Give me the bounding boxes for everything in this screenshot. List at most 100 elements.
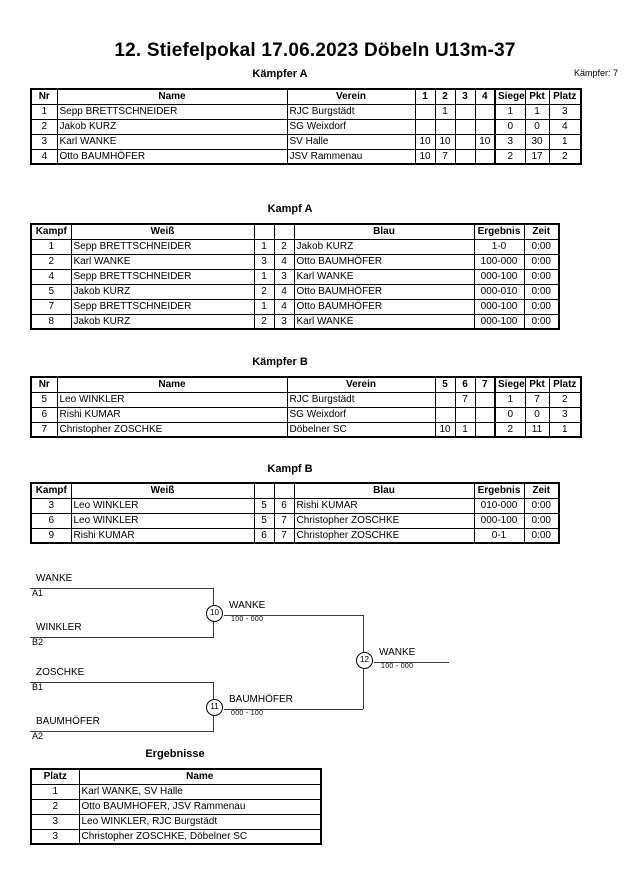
cell-platz: 2	[548, 391, 582, 408]
cell-match-4	[474, 148, 496, 165]
cell-weiss-nr: 6	[253, 527, 275, 544]
cell-platz: 3	[548, 103, 582, 120]
bracket-line	[224, 709, 363, 710]
bracket-match-node-12[interactable]: 12	[356, 652, 373, 669]
cell-ergebnis: 000-100	[473, 313, 525, 330]
table-row: 2 Karl WANKE 3 4 Otto BAUMHÖFER 100-000 …	[30, 253, 560, 270]
cell-match-3	[454, 118, 476, 135]
matches-b-caption: Kampf B	[267, 463, 313, 475]
table-row: 3 Karl WANKE SV Halle 10 10 10 3 30 1	[30, 133, 582, 150]
cell-platz: 1	[548, 421, 582, 438]
bracket-line	[30, 731, 213, 732]
col-siege: Siege	[494, 88, 526, 105]
cell-name: Karl WANKE, SV Halle	[78, 783, 322, 800]
cell-blau: Rishi KUMAR	[293, 497, 475, 514]
cell-weiss-nr: 5	[253, 497, 275, 514]
col-weiss: Weiß	[70, 482, 255, 499]
cell-weiss: Rishi KUMAR	[70, 527, 255, 544]
cell-kampf: 3	[30, 497, 72, 514]
cell-weiss: Sepp BRETTSCHNEIDER	[70, 298, 255, 315]
cell-kampf: 8	[30, 313, 72, 330]
cell-verein: SG Weixdorf	[286, 406, 436, 423]
cell-nr: 5	[30, 391, 58, 408]
col-verein: Verein	[286, 376, 436, 393]
cell-match-4	[474, 118, 496, 135]
cell-verein: RJC Burgstädt	[286, 103, 416, 120]
cell-blau: Karl WANKE	[293, 313, 475, 330]
cell-weiss: Leo WINKLER	[70, 512, 255, 529]
cell-platz: 2	[30, 798, 80, 815]
bracket-entrant-seed: A1	[32, 588, 44, 598]
bracket-entrant-name: WANKE	[36, 573, 73, 584]
bracket-diagram: WANKE A1 WINKLER B2 ZOSCHKE B1 BAUMHÖFER…	[0, 560, 630, 741]
col-siege: Siege	[494, 376, 526, 393]
cell-match-2	[434, 118, 456, 135]
cell-ergebnis: 000-100	[473, 268, 525, 285]
table-row: 3 Leo WINKLER, RJC Burgstädt	[30, 813, 322, 830]
cell-kampf: 2	[30, 253, 72, 270]
cell-match-3	[454, 103, 476, 120]
col-match-4: 4	[474, 88, 496, 105]
cell-ergebnis: 1-0	[473, 238, 525, 255]
bracket-winner-name: BAUMHÖFER	[229, 694, 293, 705]
col-weiss: Weiß	[70, 223, 255, 240]
cell-ergebnis: 000-100	[473, 298, 525, 315]
col-name: Name	[78, 768, 322, 785]
cell-blau-nr: 7	[273, 527, 295, 544]
page-title: 12. Stiefelpokal 17.06.2023 Döbeln U13m-…	[114, 40, 516, 61]
col-blau-nr	[273, 482, 295, 499]
cell-blau-nr: 3	[273, 268, 295, 285]
cell-weiss-nr: 3	[253, 253, 275, 270]
cell-zeit: 0:00	[523, 512, 560, 529]
col-platz: Platz	[548, 376, 582, 393]
bracket-line	[224, 615, 363, 616]
table-row: 2 Otto BAUMHOFER, JSV Rammenau	[30, 798, 322, 815]
cell-match-2: 10	[434, 133, 456, 150]
table-row: 1 Sepp BRETTSCHNEIDER RJC Burgstädt 1 1 …	[30, 103, 582, 120]
table-header-row: Kampf Weiß Blau Ergebnis Zeit	[30, 482, 560, 499]
cell-match-5	[434, 406, 456, 423]
table-header-row: Platz Name	[30, 768, 322, 785]
cell-name: Karl WANKE	[56, 133, 288, 150]
cell-nr: 4	[30, 148, 58, 165]
cell-name: Sepp BRETTSCHNEIDER	[56, 103, 288, 120]
cell-nr: 7	[30, 421, 58, 438]
cell-blau: Otto BAUMHÖFER	[293, 298, 475, 315]
cell-name: Christopher ZOSCHKE	[56, 421, 288, 438]
cell-verein: SV Halle	[286, 133, 416, 150]
bracket-match-node-10[interactable]: 10	[206, 605, 223, 622]
cell-blau: Jakob KURZ	[293, 238, 475, 255]
cell-siege: 0	[494, 118, 526, 135]
results-caption: Ergebnisse	[145, 748, 205, 760]
col-nr: Nr	[30, 376, 58, 393]
cell-blau-nr: 2	[273, 238, 295, 255]
bracket-line	[30, 637, 213, 638]
table-header-row: Nr Name Verein 1 2 3 4 Siege Pkt Platz	[30, 88, 582, 105]
bracket-score: 100 - 000	[231, 616, 264, 623]
cell-verein: Döbelner SC	[286, 421, 436, 438]
cell-zeit: 0:00	[523, 253, 560, 270]
cell-kampf: 1	[30, 238, 72, 255]
cell-blau: Otto BAUMHÖFER	[293, 283, 475, 300]
bracket-line	[30, 588, 213, 589]
cell-zeit: 0:00	[523, 298, 560, 315]
col-zeit: Zeit	[523, 482, 560, 499]
cell-pkt: 1	[524, 103, 550, 120]
cell-platz: 1	[548, 133, 582, 150]
cell-blau: Christopher ZOSCHKE	[293, 512, 475, 529]
cell-platz: 3	[30, 828, 80, 845]
table-row: 3 Leo WINKLER 5 6 Rishi KUMAR 010-000 0:…	[30, 497, 560, 514]
bracket-champion-name: WANKE	[379, 647, 416, 658]
cell-platz: 2	[548, 148, 582, 165]
cell-kampf: 5	[30, 283, 72, 300]
cell-ergebnis: 000-010	[473, 283, 525, 300]
bracket-entrant-name: BAUMHÖFER	[36, 716, 100, 727]
bracket-match-node-11[interactable]: 11	[206, 699, 223, 716]
cell-blau: Otto BAUMHÖFER	[293, 253, 475, 270]
cell-weiss-nr: 2	[253, 313, 275, 330]
cell-verein: JSV Rammenau	[286, 148, 416, 165]
cell-zeit: 0:00	[523, 238, 560, 255]
cell-verein: SG Weixdorf	[286, 118, 416, 135]
cell-blau-nr: 4	[273, 298, 295, 315]
cell-zeit: 0:00	[523, 268, 560, 285]
